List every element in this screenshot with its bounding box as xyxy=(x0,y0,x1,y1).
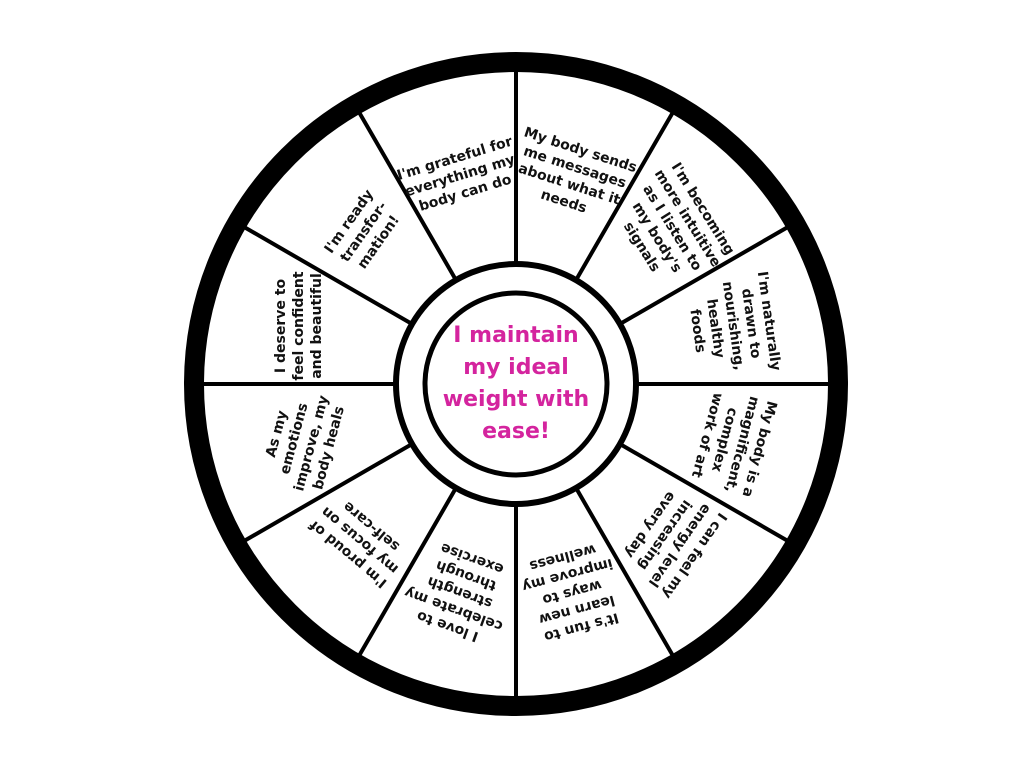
segment-divider xyxy=(618,225,789,326)
segment-divider xyxy=(574,486,675,657)
segment-divider xyxy=(357,111,458,282)
segment-divider xyxy=(243,442,414,543)
segment-affirmation: I deserve to feel confident and beautifu… xyxy=(272,271,325,381)
segment-divider xyxy=(243,225,414,326)
segment-divider xyxy=(574,111,675,282)
segment-divider xyxy=(357,486,458,657)
center-affirmation: I maintain my ideal weight with ease! xyxy=(442,323,590,444)
segment-divider xyxy=(618,442,789,543)
center-circle xyxy=(422,290,610,478)
